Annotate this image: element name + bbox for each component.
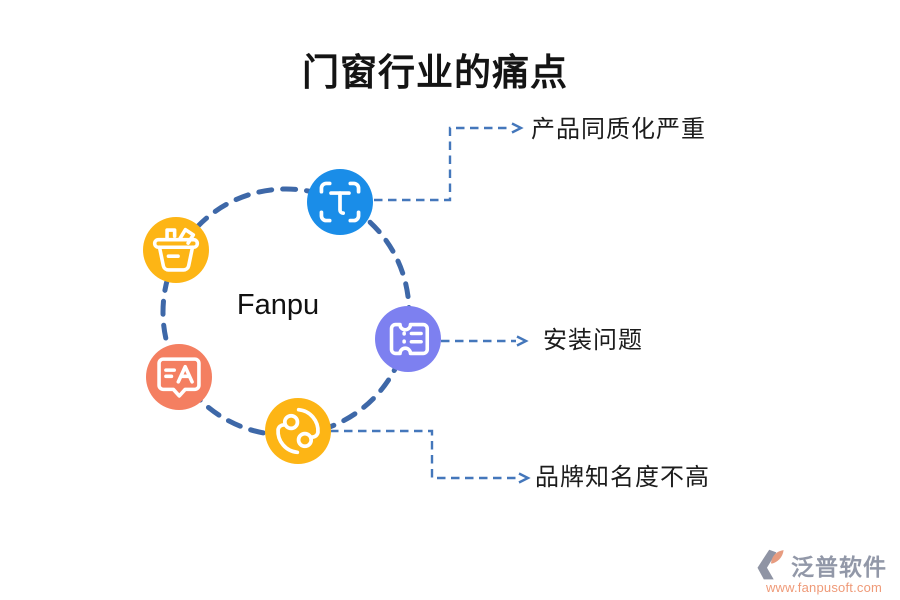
pain-point-label-1: 产品同质化严重 xyxy=(531,117,706,143)
sync-icon xyxy=(265,398,331,464)
pain-point-label-3: 品牌知名度不高 xyxy=(535,465,710,491)
node-chat-translate xyxy=(146,344,212,410)
arrow-2-icon xyxy=(516,335,529,347)
watermark-brand-name: 泛普软件 xyxy=(791,554,887,580)
shopping-basket-icon xyxy=(143,217,209,283)
center-brand-label: Fanpu xyxy=(236,289,320,321)
watermark-logo-icon xyxy=(757,549,784,580)
chat-translate-icon xyxy=(146,344,212,410)
arrow-3-icon xyxy=(518,472,531,484)
arrow-1-icon xyxy=(511,122,524,134)
connector-1 xyxy=(374,126,511,202)
node-sync xyxy=(265,398,331,464)
connector-3 xyxy=(330,429,518,480)
ticket-icon xyxy=(375,306,441,372)
page-title: 门窗行业的痛点 xyxy=(302,53,568,94)
node-shopping-basket xyxy=(143,217,209,283)
node-text-scan xyxy=(307,169,373,235)
node-ticket xyxy=(375,306,441,372)
pain-point-label-2: 安装问题 xyxy=(543,328,643,354)
watermark: 泛普软件 www.fanpusoft.com xyxy=(753,547,895,595)
text-scan-icon xyxy=(307,169,373,235)
watermark-website-url: www.fanpusoft.com xyxy=(765,580,883,595)
